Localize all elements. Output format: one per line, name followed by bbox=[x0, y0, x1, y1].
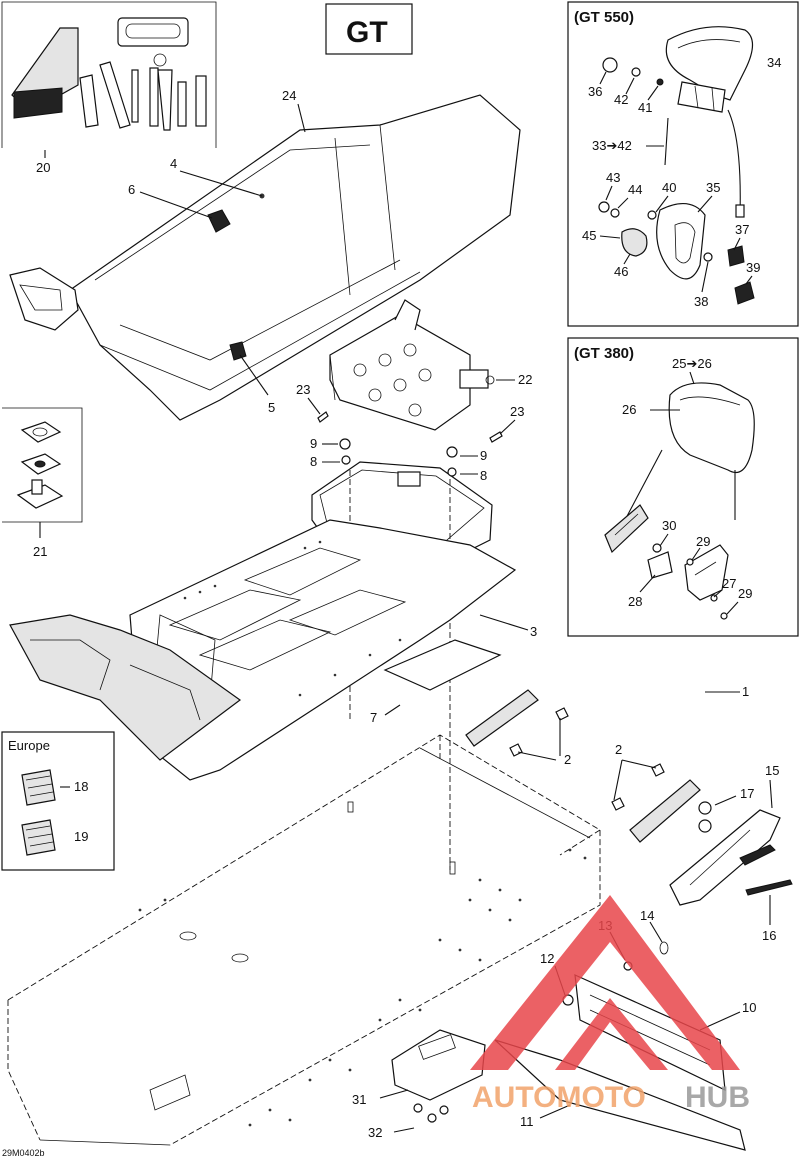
label-11: 11 bbox=[520, 1114, 534, 1129]
label-5: 5 bbox=[268, 400, 275, 415]
seat-base-bracket: 22 23 23 bbox=[296, 299, 532, 443]
label-41: 41 bbox=[638, 100, 652, 115]
gt380-backrest-box: (GT 380) 25➔26 26 30 29 27 29 28 bbox=[567, 337, 799, 637]
label-37: 37 bbox=[735, 222, 749, 237]
label-14: 14 bbox=[640, 908, 654, 923]
seat: 4 6 24 5 bbox=[9, 88, 521, 421]
label-15: 15 bbox=[765, 763, 779, 778]
label-35: 35 bbox=[706, 180, 720, 195]
label-10: 10 bbox=[742, 1000, 756, 1015]
hitch-block: 31 32 bbox=[352, 1029, 486, 1140]
rear-rack-deck: 3 7 bbox=[9, 519, 537, 781]
label-44: 44 bbox=[628, 182, 642, 197]
label-30: 30 bbox=[662, 518, 676, 533]
label-9a: 9 bbox=[310, 436, 317, 451]
drawing-code: 29M0402b bbox=[2, 1148, 45, 1158]
label-28: 28 bbox=[628, 594, 642, 609]
label-46: 46 bbox=[614, 264, 628, 279]
gt380-title: (GT 380) bbox=[574, 345, 634, 362]
watermark-text-hub: HUB bbox=[685, 1081, 750, 1114]
label-17: 17 bbox=[740, 786, 754, 801]
label-23a: 23 bbox=[296, 382, 310, 397]
label-29a: 29 bbox=[696, 534, 710, 549]
label-40: 40 bbox=[662, 180, 676, 195]
grab-handle: 1 2 2 bbox=[465, 654, 749, 843]
label-1: 1 bbox=[742, 684, 749, 699]
label-25: 25➔26 bbox=[672, 356, 712, 371]
label-23b: 23 bbox=[510, 404, 524, 419]
label-38: 38 bbox=[694, 294, 708, 309]
label-29b: 29 bbox=[738, 586, 752, 601]
label-42: 42 bbox=[614, 92, 628, 107]
label-26: 26 bbox=[622, 402, 636, 417]
europe-box: Europe 18 19 bbox=[1, 731, 115, 871]
label-45: 45 bbox=[582, 228, 596, 243]
label-39: 39 bbox=[746, 260, 760, 275]
label-20: 20 bbox=[36, 160, 50, 175]
label-4: 4 bbox=[170, 156, 177, 171]
label-3: 3 bbox=[530, 624, 537, 639]
label-2b: 2 bbox=[615, 742, 622, 757]
label-16: 16 bbox=[762, 928, 776, 943]
gt550-backrest-box: (GT 550) 34 36 42 41 33➔42 43 44 40 bbox=[567, 1, 799, 327]
watermark-text-automoto: AUTOMOTO bbox=[472, 1081, 646, 1114]
watermark-logo: AUTOMOTO HUB bbox=[470, 895, 750, 1114]
label-22: 22 bbox=[518, 372, 532, 387]
hardware-box-21: 21 bbox=[2, 407, 83, 559]
label-12: 12 bbox=[540, 951, 554, 966]
label-32: 32 bbox=[368, 1125, 382, 1140]
label-18: 18 bbox=[74, 779, 88, 794]
model-title: GT bbox=[346, 16, 388, 49]
bumper-end-cap: 17 15 16 bbox=[669, 763, 793, 943]
label-43: 43 bbox=[606, 170, 620, 185]
label-36: 36 bbox=[588, 84, 602, 99]
tool-kit-group: 20 bbox=[1, 1, 217, 175]
model-title-box: GT bbox=[325, 3, 413, 55]
label-34: 34 bbox=[767, 55, 781, 70]
label-21: 21 bbox=[33, 544, 47, 559]
label-19: 19 bbox=[74, 829, 88, 844]
label-24: 24 bbox=[282, 88, 296, 103]
label-33: 33➔42 bbox=[592, 138, 632, 153]
label-8a: 8 bbox=[310, 454, 317, 469]
europe-title: Europe bbox=[8, 738, 50, 753]
label-7: 7 bbox=[370, 710, 377, 725]
label-6: 6 bbox=[128, 182, 135, 197]
label-27: 27 bbox=[722, 576, 736, 591]
tunnel-outline bbox=[7, 734, 601, 1146]
label-9b: 9 bbox=[480, 448, 487, 463]
gt550-title: (GT 550) bbox=[574, 9, 634, 26]
label-2a: 2 bbox=[564, 752, 571, 767]
label-31: 31 bbox=[352, 1092, 366, 1107]
label-8b: 8 bbox=[480, 468, 487, 483]
